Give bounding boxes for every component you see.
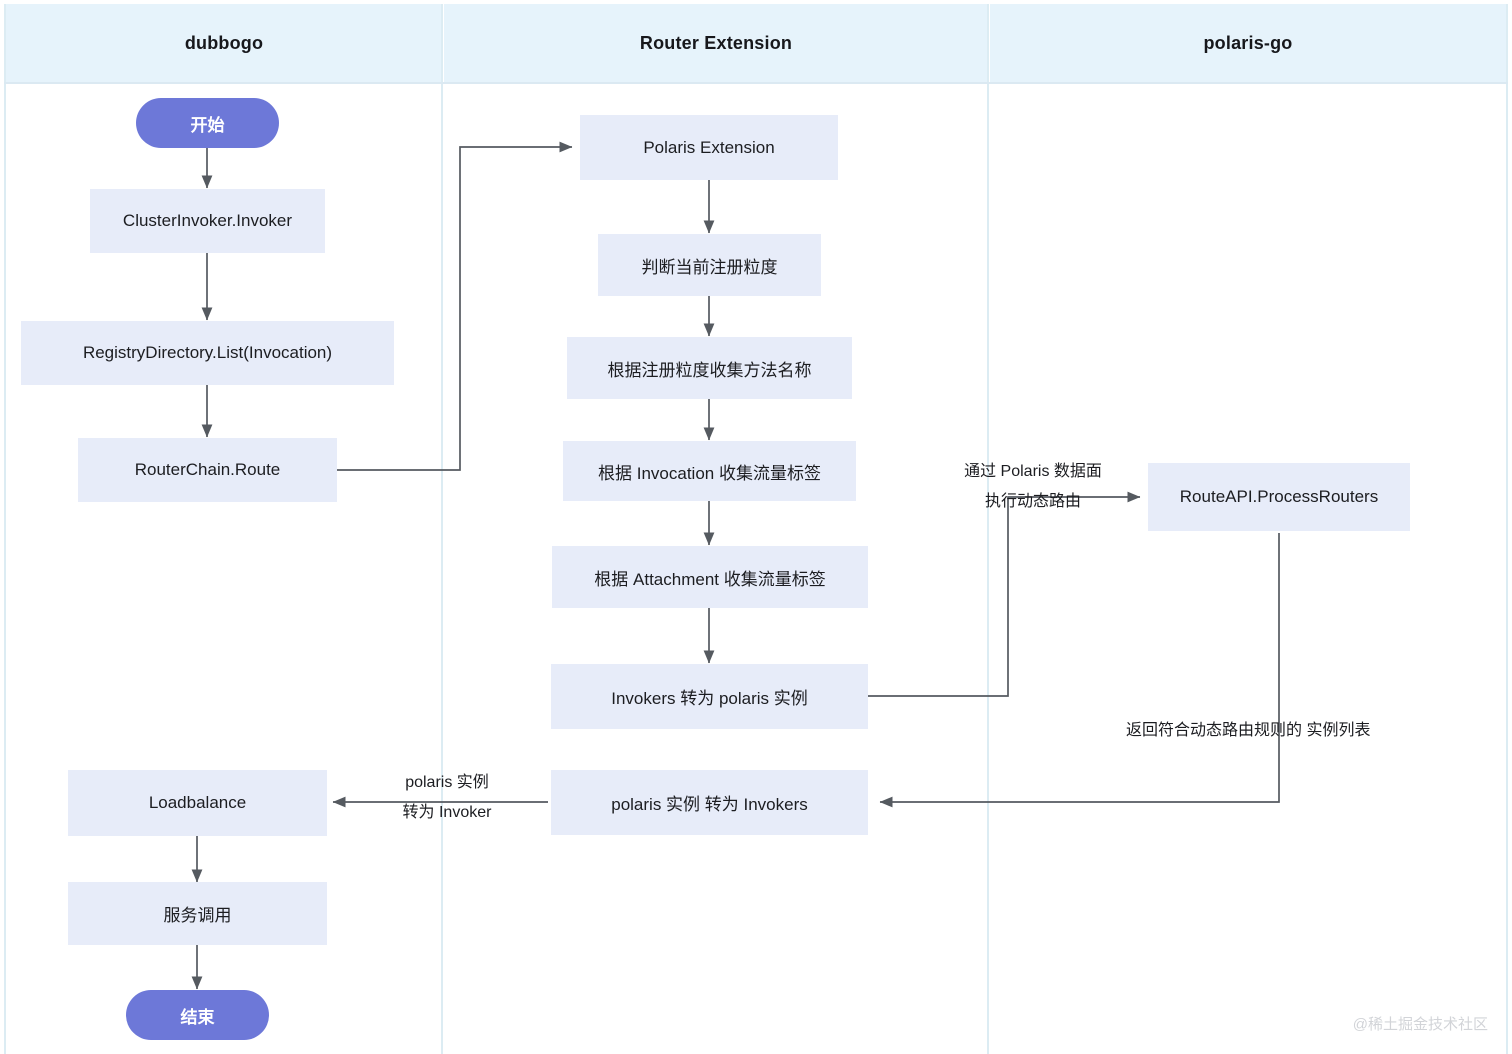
watermark-text: @稀土掘金技术社区: [1352, 1016, 1488, 1033]
edge-label-to-loadbalance: polaris 实例 转为 Invoker: [374, 768, 520, 828]
lane-title-polaris-go: polaris-go: [1203, 32, 1293, 53]
lane-header-router-extension: Router Extension: [444, 4, 988, 82]
node-collect-by-invocation-label: 根据 Invocation 收集流量标签: [598, 463, 821, 483]
edge-label-to-route-api-line1: 通过 Polaris 数据面: [964, 463, 1102, 480]
node-collect-by-attachment-label: 根据 Attachment 收集流量标签: [594, 569, 826, 589]
node-polaris-to-invokers[interactable]: polaris 实例 转为 Invokers: [551, 770, 868, 835]
node-cluster-invoker-label: ClusterInvoker.Invoker: [122, 211, 293, 230]
lane-divider-1: [441, 4, 443, 1054]
node-loadbalance-label: Loadbalance: [148, 793, 247, 812]
edge-label-to-loadbalance-line1: polaris 实例: [405, 774, 489, 791]
lane-divider-2: [987, 4, 989, 1054]
lane-title-router-extension: Router Extension: [639, 32, 793, 53]
node-invokers-to-polaris-label: Invokers 转为 polaris 实例: [611, 689, 808, 708]
node-collect-method-name[interactable]: 根据注册粒度收集方法名称: [567, 337, 852, 399]
node-judge-granularity-label: 判断当前注册粒度: [641, 257, 778, 277]
node-polaris-extension[interactable]: Polaris Extension: [580, 115, 838, 180]
edge-invokers-to-routeapi: [868, 491, 1141, 697]
node-router-chain-label: RouterChain.Route: [134, 460, 281, 479]
node-collect-method-name-label: 根据注册粒度收集方法名称: [607, 360, 812, 380]
node-loadbalance[interactable]: Loadbalance: [68, 770, 327, 836]
node-start[interactable]: 开始: [136, 98, 279, 148]
edge-label-to-route-api-line2: 执行动态路由: [984, 493, 1081, 510]
edge-label-return-instances: 返回符合动态路由规则的 实例列表: [1126, 717, 1370, 745]
node-route-api[interactable]: RouteAPI.ProcessRouters: [1148, 463, 1410, 531]
node-service-call[interactable]: 服务调用: [68, 882, 327, 945]
node-registry-directory-label: RegistryDirectory.List(Invocation): [82, 343, 333, 362]
node-collect-by-invocation[interactable]: 根据 Invocation 收集流量标签: [563, 441, 856, 501]
node-route-api-label: RouteAPI.ProcessRouters: [1179, 487, 1379, 506]
node-polaris-extension-label: Polaris Extension: [643, 137, 775, 157]
node-judge-granularity[interactable]: 判断当前注册粒度: [598, 234, 821, 296]
node-polaris-to-invokers-label: polaris 实例 转为 Invokers: [611, 795, 808, 814]
node-end[interactable]: 结束: [126, 990, 269, 1040]
lane-border-left: [4, 4, 6, 1054]
lane-border-right: [1506, 4, 1508, 1054]
node-invokers-to-polaris[interactable]: Invokers 转为 polaris 实例: [551, 664, 868, 729]
node-end-label: 结束: [180, 1007, 215, 1027]
edge-label-return-instances-text: 返回符合动态路由规则的 实例列表: [1126, 722, 1371, 739]
node-collect-by-attachment[interactable]: 根据 Attachment 收集流量标签: [552, 546, 868, 608]
lane-header-polaris-go: polaris-go: [990, 4, 1506, 82]
node-registry-directory[interactable]: RegistryDirectory.List(Invocation): [21, 321, 394, 385]
edge-label-to-route-api: 通过 Polaris 数据面 执行动态路由: [943, 457, 1123, 517]
node-router-chain[interactable]: RouterChain.Route: [78, 438, 337, 502]
edge-routeapi-to-polaris-to-invokers: [879, 533, 1280, 808]
node-service-call-label: 服务调用: [163, 906, 232, 925]
lane-title-dubbogo: dubbogo: [184, 32, 264, 53]
lane-header-underline: [4, 82, 1508, 84]
watermark: @稀土掘金技术社区: [1353, 1013, 1488, 1034]
edge-label-to-loadbalance-line2: 转为 Invoker: [402, 804, 492, 821]
edge-routerchain-to-polarisextension: [337, 141, 573, 471]
node-cluster-invoker[interactable]: ClusterInvoker.Invoker: [90, 189, 325, 253]
node-start-label: 开始: [190, 115, 225, 135]
lane-header-dubbogo: dubbogo: [6, 4, 442, 82]
